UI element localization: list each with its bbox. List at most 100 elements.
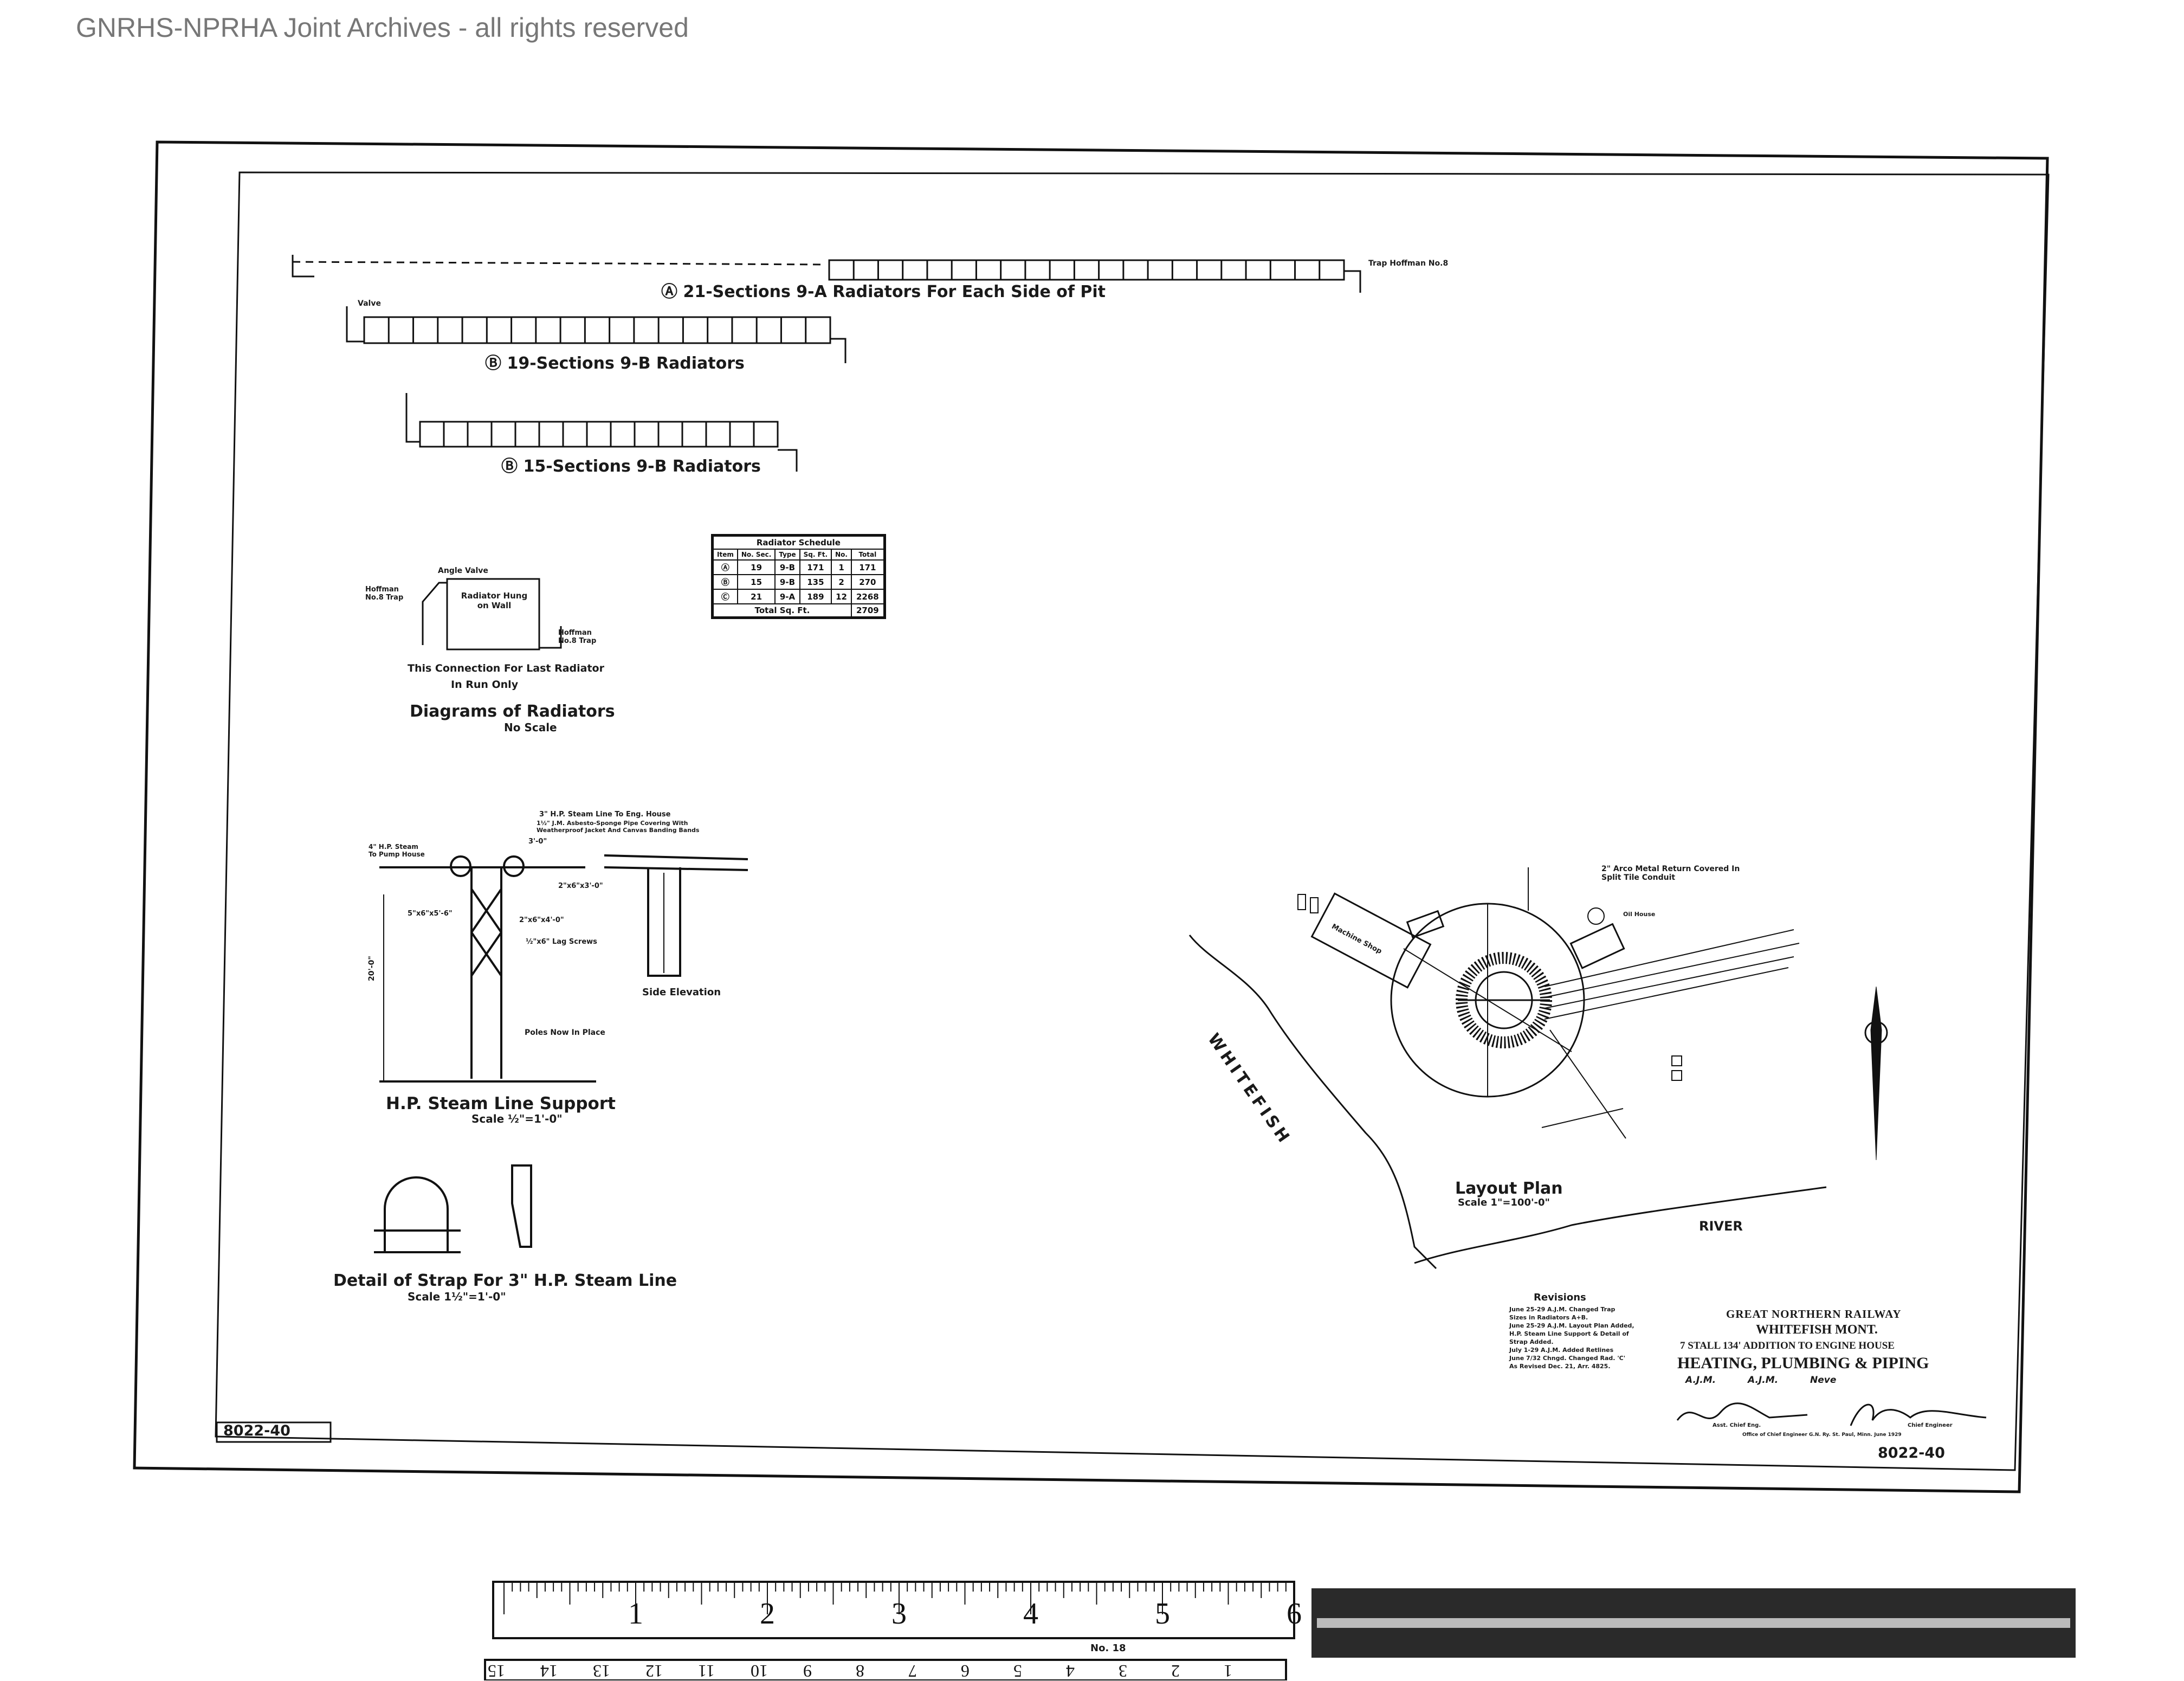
diagram-note-1: This Connection For Last Radiator [408, 662, 604, 674]
revision-line: June 25-29 A.J.M. Changed Trap [1509, 1306, 1616, 1313]
ruler-bottom-number: 2 [1171, 1661, 1180, 1681]
schedule-cell: 19 [736, 559, 776, 575]
radiator-b2-label: Ⓑ 15-Sections 9-B Radiators [501, 457, 761, 476]
radiator-valve-label: Valve [358, 299, 381, 308]
diagram-valve-label: Angle Valve [438, 566, 488, 575]
ruler-number: 6 [1287, 1597, 1302, 1631]
layout-river-label: RIVER [1699, 1219, 1743, 1234]
revision-line: H.P. Steam Line Support & Detail of [1509, 1330, 1629, 1337]
strap-scale: Scale 1½"=1'-0" [408, 1290, 506, 1303]
revision-line: June 7/32 Chngd. Changed Rad. 'C' [1509, 1355, 1626, 1362]
schedule-header-cell: No. [831, 549, 852, 561]
schedule-cell: 12 [831, 589, 852, 604]
diagram-trap-label: Hoffman No.8 Trap [558, 629, 597, 645]
support-dim-2: 2"x6"x3'-0" [558, 882, 603, 890]
schedule-cell: 9-A [774, 589, 800, 604]
ruler-number: 4 [1023, 1597, 1038, 1631]
ruler-bottom-number: 6 [961, 1661, 970, 1681]
layout-title: Layout Plan [1455, 1179, 1563, 1198]
measuring-ruler [484, 1581, 1295, 1680]
title-office: Office of Chief Engineer G.N. Ry. St. Pa… [1742, 1432, 1902, 1438]
support-side-elevation: Side Elevation [642, 987, 721, 998]
support-dim-3: 2"x6"x4'-0" [519, 916, 564, 924]
ruler-number: 1 [628, 1597, 643, 1631]
title-main: HEATING, PLUMBING & PIPING [1677, 1354, 1929, 1372]
schedule-header-cell: Item [712, 549, 738, 561]
schedule-header-cell: Total [850, 549, 886, 561]
schedule-cell: 2268 [850, 589, 886, 604]
schedule-cell: Ⓑ [712, 574, 738, 590]
support-note-line2: 1½" J.M. Asbesto-Sponge Pipe Covering Wi… [537, 820, 700, 834]
revisions-title: Revisions [1534, 1292, 1586, 1303]
title-checked-by: Neve [1810, 1375, 1837, 1386]
ruler-bottom-number: 5 [1013, 1661, 1022, 1681]
schedule-cell: 1 [831, 559, 852, 575]
ruler-bottom-number: 10 [751, 1661, 768, 1681]
title-asst-chief: Asst. Chief Eng. [1713, 1422, 1761, 1428]
schedule-cell: 270 [850, 574, 886, 590]
signatures [1676, 1402, 1987, 1426]
support-lag-screws: ½"x6" Lag Screws [526, 938, 597, 946]
support-poles-note: Poles Now In Place [525, 1028, 605, 1037]
schedule-cell: 189 [799, 589, 832, 604]
schedule-cell: Ⓒ [712, 589, 738, 604]
strap-title: Detail of Strap For 3" H.P. Steam Line [333, 1271, 677, 1290]
radiator-b1-row [346, 306, 847, 363]
ruler-bottom-number: 14 [540, 1661, 558, 1681]
revision-line: June 25-29 A.J.M. Layout Plan Added, [1509, 1322, 1634, 1329]
schedule-cell: 21 [736, 589, 776, 604]
title-company: GREAT NORTHERN RAILWAY [1726, 1308, 1902, 1321]
support-dim-1: 3'-0" [528, 838, 547, 846]
schedule-total-value: 2709 [850, 603, 886, 619]
title-location: WHITEFISH MONT. [1756, 1323, 1878, 1337]
schedule-cell: 9-B [774, 574, 800, 590]
schedule-header-cell: Sq. Ft. [799, 549, 832, 561]
schedule-cell: 15 [736, 574, 776, 590]
support-dim-4: 5"x6"x5'-6" [408, 910, 453, 918]
title-subject: 7 STALL 134' ADDITION TO ENGINE HOUSE [1680, 1340, 1895, 1351]
support-height: 20'-0" [367, 956, 376, 981]
support-title: H.P. Steam Line Support [386, 1094, 616, 1113]
layout-scale: Scale 1"=100'-0" [1458, 1197, 1550, 1208]
title-traced-by: A.J.M. [1748, 1375, 1779, 1386]
layout-oil-house: Oil House [1623, 911, 1656, 918]
diagram-hoffman-label: Hoffman No.8 Trap [365, 585, 404, 602]
schedule-cell: 171 [799, 559, 832, 575]
strap-detail-drawing [374, 1164, 532, 1253]
archive-watermark: GNRHS-NPRHA Joint Archives - all rights … [76, 12, 689, 43]
support-left-note: 4" H.P. Steam To Pump House [369, 843, 425, 858]
schedule-total-label: Total Sq. Ft. [712, 603, 852, 619]
ruler-number: 2 [760, 1597, 775, 1631]
sheet-drawing-number: 8022-40 [223, 1422, 290, 1439]
title-drawn-by: A.J.M. [1685, 1375, 1716, 1386]
ruler-bottom-number: 1 [1224, 1661, 1232, 1681]
revision-line: Sizes in Radiators A+B. [1509, 1314, 1588, 1321]
radiator-connection-diagram [422, 578, 562, 650]
schedule-cell: Ⓐ [712, 559, 738, 575]
support-note-line1: 3" H.P. Steam Line To Eng. House [539, 810, 671, 819]
revision-line: July 1-29 A.J.M. Added Retlines [1509, 1347, 1614, 1354]
revision-line: As Revised Dec. 21, Arr. 4825. [1509, 1363, 1611, 1370]
ruler-bottom-number: 15 [488, 1661, 505, 1681]
ruler-bottom-number: 4 [1066, 1661, 1075, 1681]
layout-return-note: 2" Arco Metal Return Covered In Split Ti… [1601, 865, 1740, 882]
diagram-title: Diagrams of Radiators [410, 702, 615, 721]
steam-line-support-drawing [379, 854, 748, 1083]
ruler-bottom-number: 8 [856, 1661, 864, 1681]
ruler-bottom-number: 3 [1119, 1661, 1127, 1681]
revision-line: Strap Added. [1509, 1338, 1554, 1345]
schedule-cell: 9-B [774, 559, 800, 575]
diagram-scale: No Scale [504, 721, 557, 734]
ruler-bottom-number: 11 [698, 1661, 715, 1681]
schedule-cell: 171 [850, 559, 886, 575]
ruler-bottom-number: 7 [908, 1661, 917, 1681]
ruler-bottom-number: 13 [593, 1661, 610, 1681]
support-scale: Scale ½"=1'-0" [471, 1112, 563, 1125]
diagram-radiator-label: Radiator Hung on Wall [461, 591, 528, 610]
ruler-number: 3 [891, 1597, 907, 1631]
radiator-a-row [292, 255, 1361, 293]
north-arrow-icon [1864, 986, 1888, 1161]
